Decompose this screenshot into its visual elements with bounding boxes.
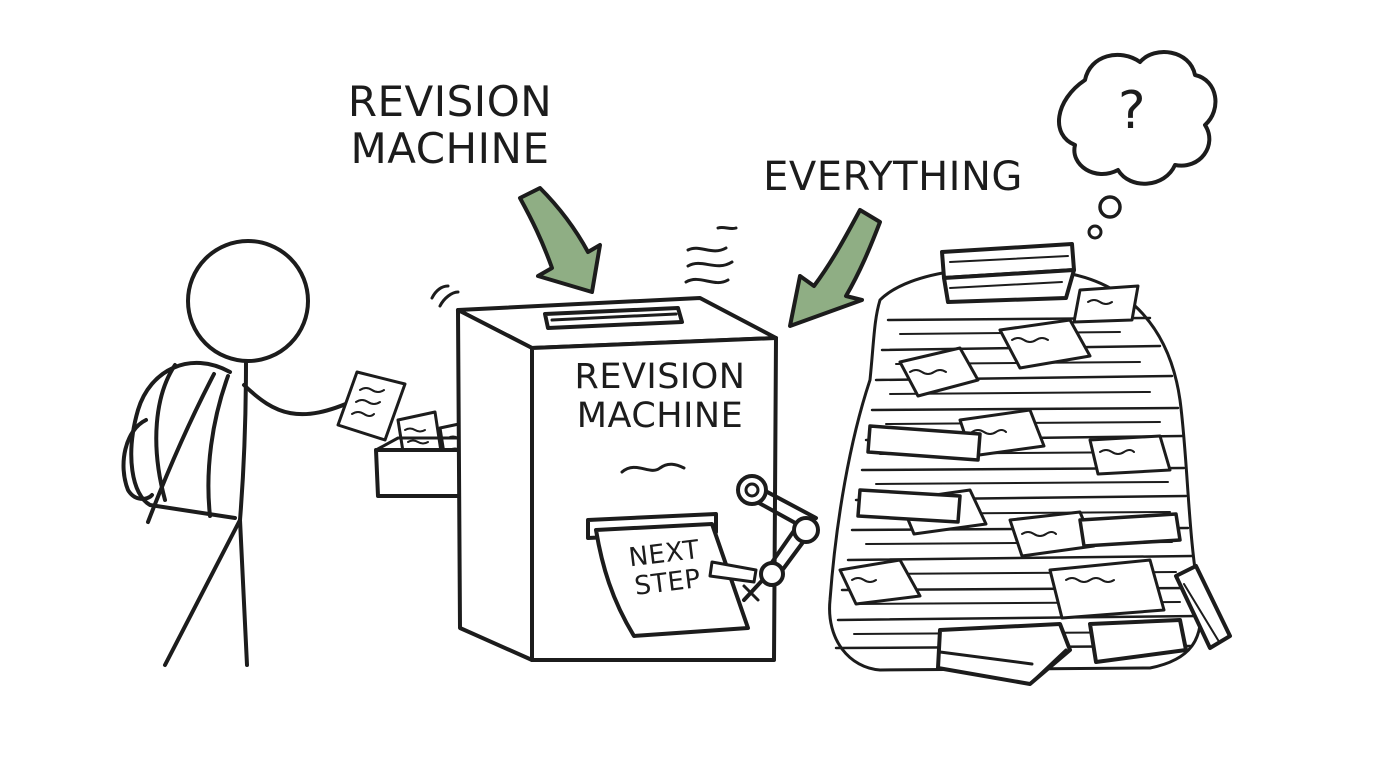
output-sheet xyxy=(594,522,750,638)
motion-lines xyxy=(430,225,738,308)
held-note xyxy=(336,370,407,442)
left-green-arrow xyxy=(518,186,602,294)
machine-squiggle xyxy=(620,462,686,474)
backpack-icon xyxy=(121,361,237,524)
question-mark-text: ? xyxy=(1117,81,1147,141)
figure-right-leg xyxy=(238,518,249,667)
pile-of-papers-and-books xyxy=(828,242,1232,686)
figure-body xyxy=(238,359,248,522)
figure-arm xyxy=(242,383,357,417)
robot-arm-icon xyxy=(708,474,820,602)
everything-arrow-label: EVERYTHING xyxy=(763,154,1023,200)
revision-machine-arrow-label: REVISION MACHINE xyxy=(347,77,553,174)
figure-left-leg xyxy=(163,518,242,667)
machine-front-label: REVISION MACHINE xyxy=(574,357,746,437)
stick-figure xyxy=(163,239,357,667)
figure-head xyxy=(186,239,310,363)
thought-bubble-icon xyxy=(1057,50,1218,240)
right-green-arrow xyxy=(788,208,882,328)
